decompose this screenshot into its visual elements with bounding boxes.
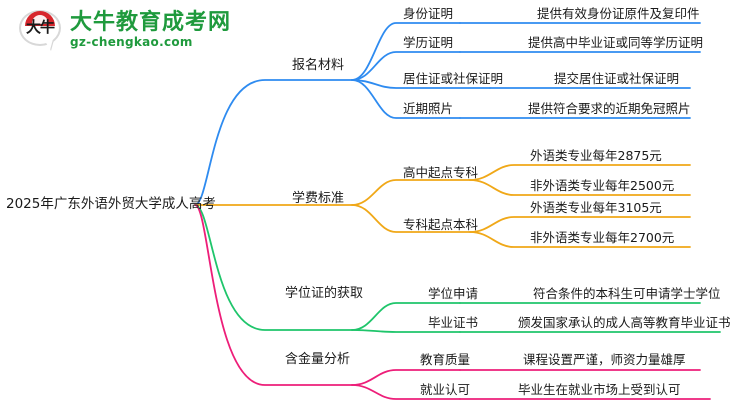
logo-bubble-icon: 大牛 <box>18 8 64 52</box>
logo-wordmark: 大牛教育成考网 gz-chengkao.com <box>70 10 232 50</box>
leaf-label-hs-foreign-language-fee[interactable]: 外语类专业每年2875元 <box>530 148 662 163</box>
logo-name-en: gz-chengkao.com <box>70 35 193 49</box>
root-node-label[interactable]: 2025年广东外语外贸大学成人高考 <box>6 196 216 212</box>
leaf-label-recent-photo-detail[interactable]: 提供符合要求的近期免冠照片 <box>528 101 691 116</box>
leaf-label-education-proof-detail[interactable]: 提供高中毕业证或同等学历证明 <box>528 35 704 50</box>
topic-label-degree-application[interactable]: 学位申请 <box>428 286 479 301</box>
leaf-label-employment-recognition-detail[interactable]: 毕业生在就业市场上受到认可 <box>518 382 681 397</box>
topic-label-employment-recognition[interactable]: 就业认可 <box>420 382 471 397</box>
branch-label-registration-materials[interactable]: 报名材料 <box>292 58 345 73</box>
topic-label-college-to-bachelor[interactable]: 专科起点本科 <box>403 217 479 232</box>
leaf-label-bachelor-foreign-language-fee[interactable]: 外语类专业每年3105元 <box>530 200 662 215</box>
topic-label-id-proof[interactable]: 身份证明 <box>403 6 454 21</box>
branch-label-value-analysis[interactable]: 含金量分析 <box>285 352 351 367</box>
topic-label-education-quality[interactable]: 教育质量 <box>420 352 471 367</box>
topic-label-education-proof[interactable]: 学历证明 <box>403 35 454 50</box>
logo-name-cn: 大牛教育成考网 <box>70 10 232 35</box>
leaf-label-degree-application-detail[interactable]: 符合条件的本科生可申请学士学位 <box>533 286 721 301</box>
topic-label-recent-photo[interactable]: 近期照片 <box>403 101 454 116</box>
logo-mark-text: 大牛 <box>25 18 55 36</box>
leaf-label-graduation-certificate-detail[interactable]: 颁发国家承认的成人高等教育毕业证书 <box>518 315 731 330</box>
leaf-label-id-proof-detail[interactable]: 提供有效身份证原件及复印件 <box>537 6 700 21</box>
topic-label-graduation-certificate[interactable]: 毕业证书 <box>428 315 479 330</box>
topic-label-residence-or-social-insurance[interactable]: 居住证或社保证明 <box>403 71 504 86</box>
leaf-label-education-quality-detail[interactable]: 课程设置严谨，师资力量雄厚 <box>523 352 686 367</box>
branch-label-tuition-standards[interactable]: 学费标准 <box>292 191 345 206</box>
leaf-label-residence-or-social-insurance-detail[interactable]: 提交居住证或社保证明 <box>554 71 680 86</box>
branch-label-degree-certificate[interactable]: 学位证的获取 <box>285 286 364 301</box>
site-logo[interactable]: 大牛 大牛教育成考网 gz-chengkao.com <box>18 8 231 52</box>
leaf-label-bachelor-non-foreign-language-fee[interactable]: 非外语类专业每年2700元 <box>530 230 675 245</box>
leaf-label-hs-non-foreign-language-fee[interactable]: 非外语类专业每年2500元 <box>530 178 675 193</box>
topic-label-hs-to-college[interactable]: 高中起点专科 <box>403 165 479 180</box>
